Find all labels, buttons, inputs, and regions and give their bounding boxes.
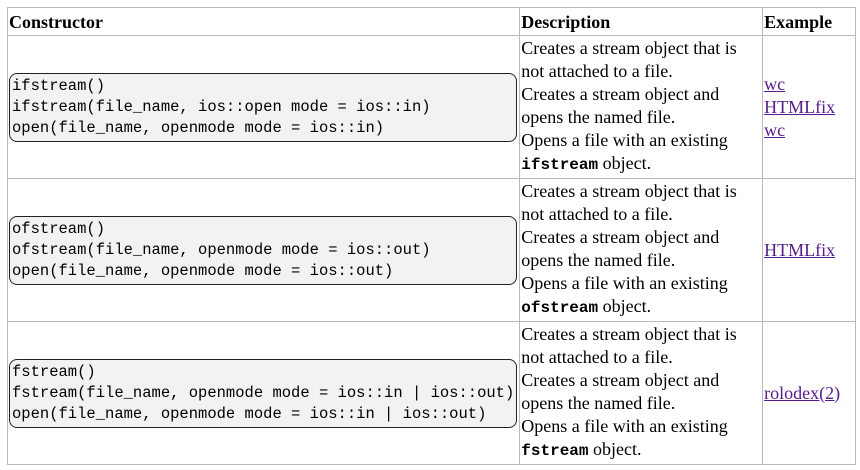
description-line: Creates a stream object that is <box>521 181 737 201</box>
description-line: Opens a file with an existing <box>521 130 728 150</box>
description-tail: object. <box>598 153 652 173</box>
header-row: Constructor Description Example <box>6 7 856 36</box>
description-line: Opens a file with an existing <box>521 416 728 436</box>
description-line: opens the named file. <box>521 393 676 413</box>
description-cell: Creates a stream object that is not atta… <box>519 321 764 465</box>
constructor-cell: ofstream() ofstream(file_name, openmode m… <box>6 178 521 322</box>
description-line: Opens a file with an existing <box>521 273 728 293</box>
code-line: ofstream() <box>12 219 106 238</box>
table-row-ofstream: ofstream() ofstream(file_name, openmode m… <box>6 178 856 322</box>
code-line: ofstream(file_name, openmode mode = ios:… <box>12 240 431 259</box>
description-tail: object. <box>588 439 642 459</box>
description-line: opens the named file. <box>521 107 676 127</box>
code-block: ofstream() ofstream(file_name, openmode m… <box>9 215 518 285</box>
description-line-last: fstream object. <box>521 438 761 463</box>
header-example: Example <box>762 7 856 36</box>
example-cell: wc HTMLfix wc <box>762 35 856 179</box>
description-line: Creates a stream object that is <box>521 324 737 344</box>
constructor-cell: fstream() fstream(file_name, openmode mod… <box>6 321 521 465</box>
table-row-fstream: fstream() fstream(file_name, openmode mod… <box>6 321 856 465</box>
description-tail: object. <box>598 296 652 316</box>
code-line: fstream() <box>12 362 96 381</box>
class-name: fstream <box>521 442 589 460</box>
description-line: Creates a stream object and <box>521 84 720 104</box>
example-link-wc[interactable]: wc <box>764 73 786 94</box>
table-row-ifstream: ifstream()ifstream(file_name, ios::open … <box>6 35 856 179</box>
example-cell: rolodex(2) <box>762 321 856 465</box>
code-block: ifstream()ifstream(file_name, ios::open … <box>9 72 518 142</box>
code-line: ifstream() <box>12 76 106 95</box>
header-constructor: Constructor <box>6 7 521 36</box>
description-line: not attached to a file. <box>521 204 673 224</box>
example-cell: HTMLfix <box>762 178 856 322</box>
constructor-table: Constructor Description Example ifstream… <box>6 7 856 465</box>
example-link-rolodex[interactable]: rolodex(2) <box>764 382 841 403</box>
example-link-wc[interactable]: wc <box>764 119 786 140</box>
class-name: ofstream <box>521 299 599 317</box>
code-line: open(file_name, openmode mode = ios::out… <box>12 261 394 280</box>
code-line: fstream(file_name, openmode mode = ios::… <box>12 383 515 402</box>
description-line: opens the named file. <box>521 250 676 270</box>
description-cell: Creates a stream object that is not atta… <box>519 35 764 179</box>
description-line: not attached to a file. <box>521 347 673 367</box>
code-line: ifstream(file_name, ios::open mode = ios… <box>12 97 431 116</box>
description-line-last: ofstream object. <box>521 295 761 320</box>
code-line: open(file_name, openmode mode = ios::in … <box>12 404 487 423</box>
header-description: Description <box>519 7 764 36</box>
code-line: open(file_name, openmode mode = ios::in) <box>12 118 385 137</box>
description-line-last: ifstream object. <box>521 152 761 177</box>
description-cell: Creates a stream object that is not atta… <box>519 178 764 322</box>
class-name: ifstream <box>521 156 599 174</box>
description-line: Creates a stream object and <box>521 370 720 390</box>
example-link-htmlfix[interactable]: HTMLfix <box>764 96 836 117</box>
description-line: not attached to a file. <box>521 61 673 81</box>
example-link-htmlfix[interactable]: HTMLfix <box>764 239 836 260</box>
code-block: fstream() fstream(file_name, openmode mod… <box>9 358 518 428</box>
description-line: Creates a stream object that is <box>521 38 737 58</box>
description-line: Creates a stream object and <box>521 227 720 247</box>
constructor-cell: ifstream()ifstream(file_name, ios::open … <box>6 35 521 179</box>
